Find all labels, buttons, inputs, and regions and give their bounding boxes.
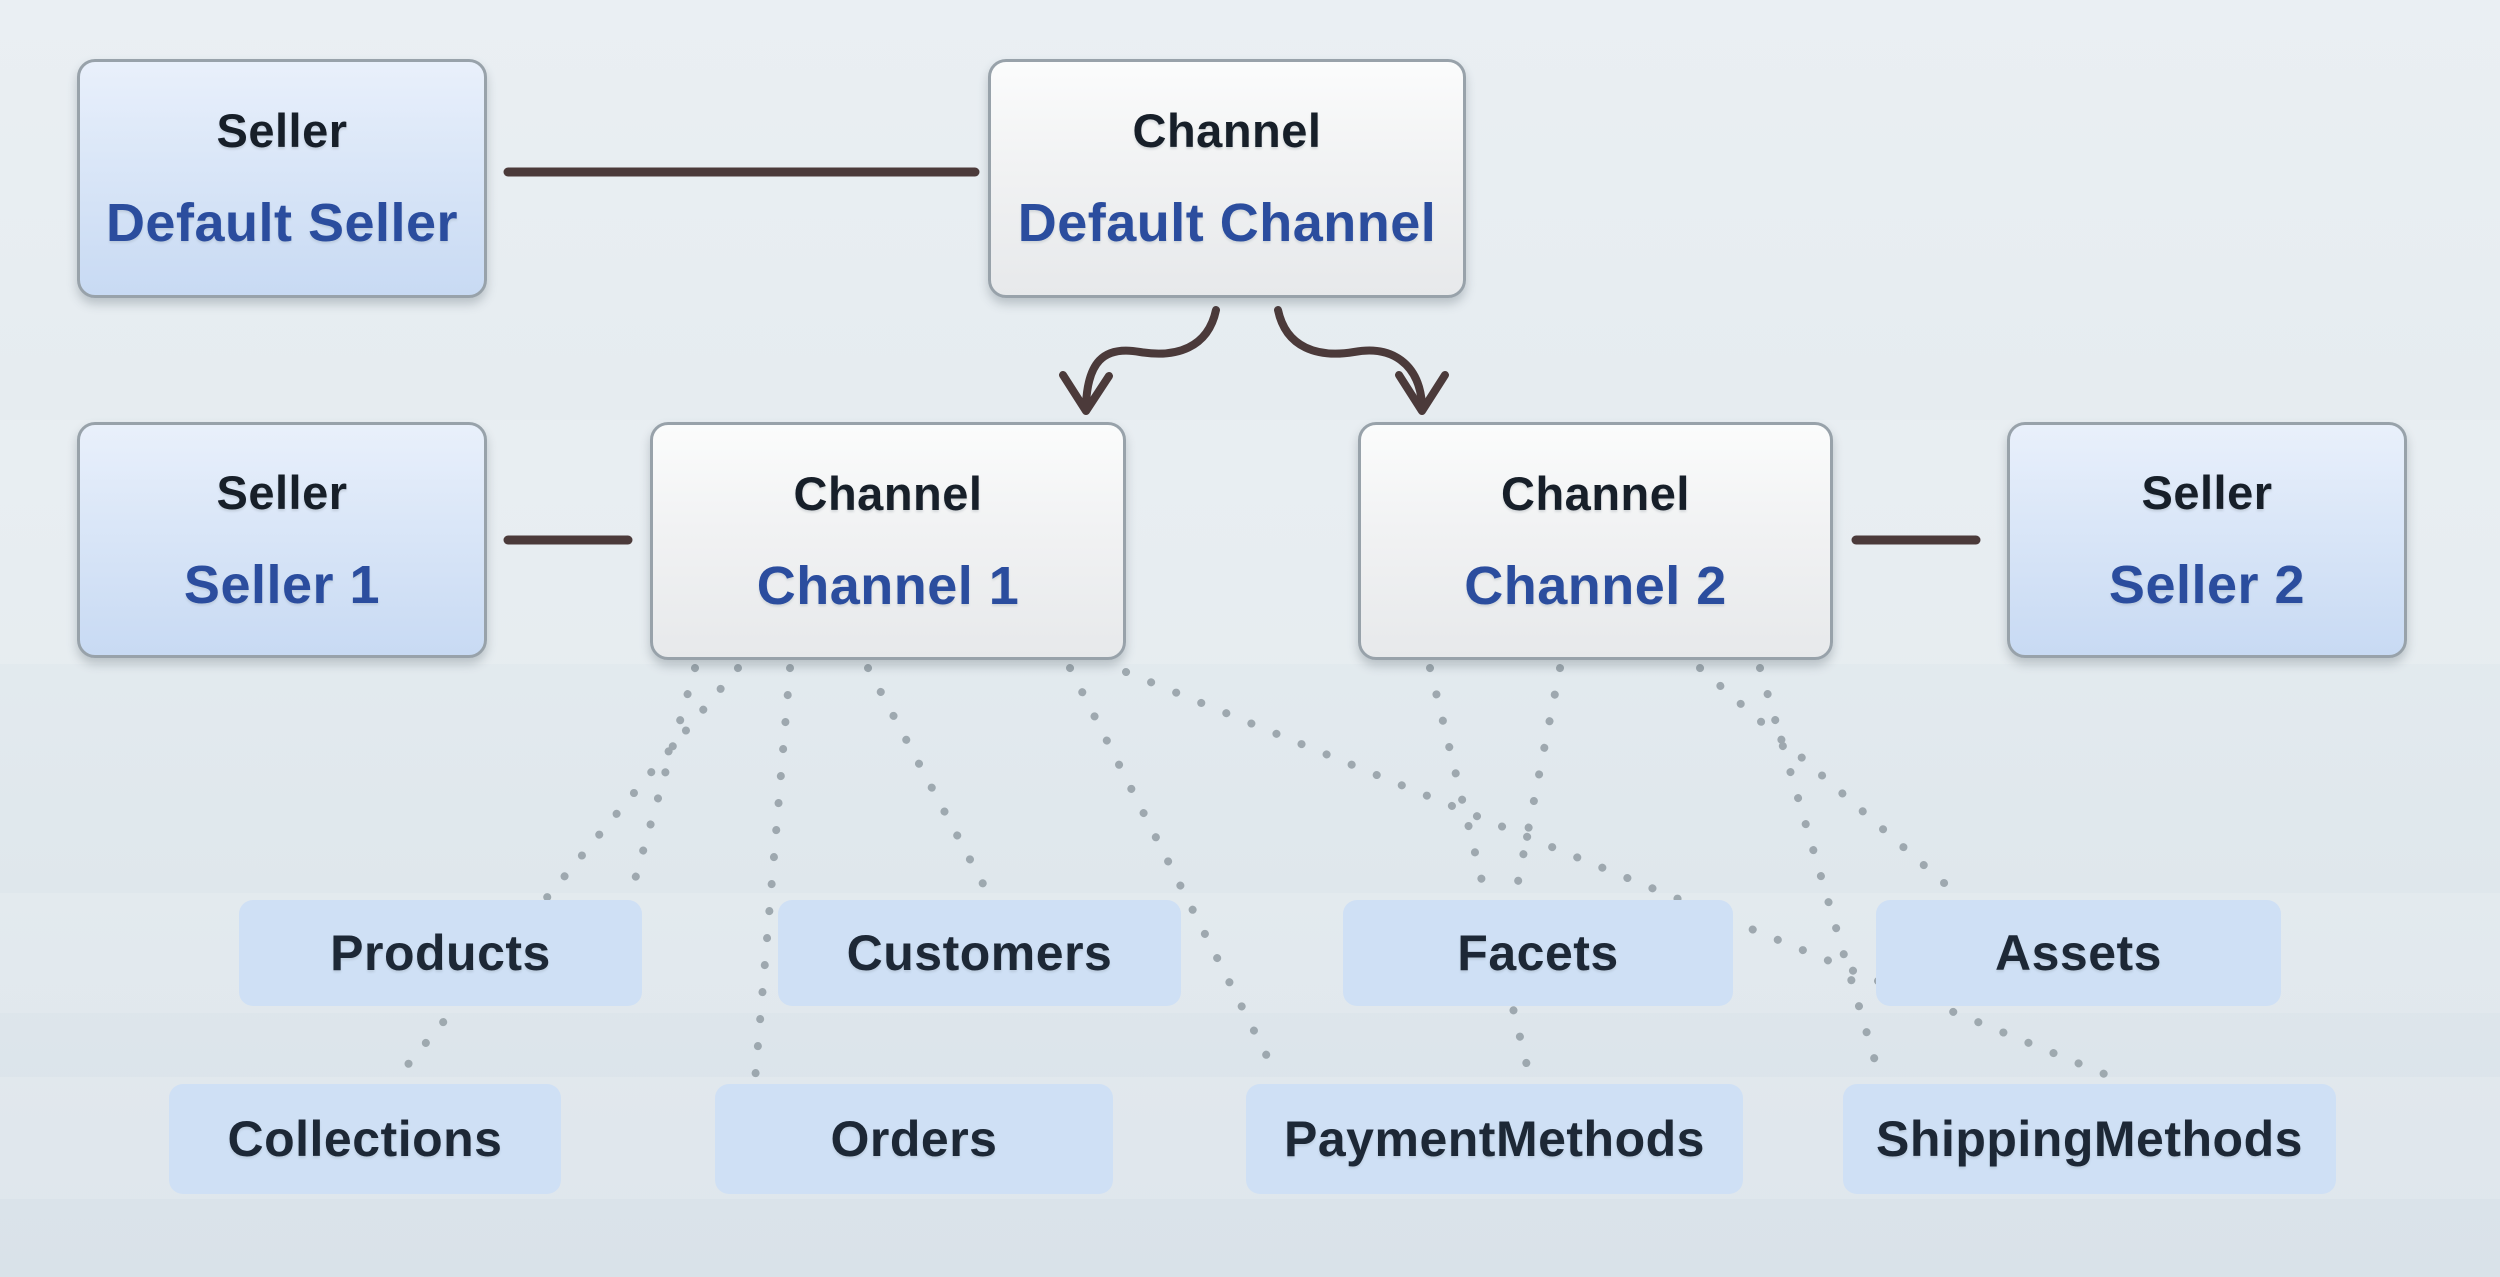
arrow-default-channel-to-channel1	[1059, 306, 1220, 415]
dotted-channel1-orders	[751, 664, 794, 1084]
node-type-label: Seller	[216, 465, 348, 519]
entity-shipping-methods: ShippingMethods	[1843, 1084, 2336, 1194]
dotted-channel2-paymentmethods	[1426, 664, 1534, 1082]
arrow-shaft	[1274, 306, 1426, 408]
arrow-head	[1395, 371, 1449, 415]
node-default-seller: Seller Default Seller	[77, 59, 487, 298]
node-type-label: Channel	[1132, 104, 1322, 157]
node-name: Seller 2	[2108, 554, 2306, 615]
dotted-channel2-facets	[1511, 664, 1564, 901]
node-name: Default Seller	[105, 193, 459, 253]
arrow-shaft	[1082, 306, 1220, 408]
node-type-label: Seller	[216, 104, 348, 157]
node-name: Channel 2	[1464, 555, 1727, 616]
node-channel-1: Channel Channel 1	[650, 422, 1126, 660]
solid-connectors	[503, 167, 1981, 545]
node-name: Channel 1	[756, 555, 1020, 616]
node-channel-2: Channel Channel 2	[1358, 422, 1833, 660]
node-seller-1: Seller Seller 1	[77, 422, 487, 658]
node-type-label: Channel	[793, 466, 983, 520]
dotted-channel1-customers	[864, 664, 994, 901]
arrow-default-channel-to-channel2	[1274, 306, 1449, 415]
dotted-channel1-collections	[391, 664, 742, 1084]
arrow-head	[1059, 371, 1113, 415]
entity-payment-methods: PaymentMethods	[1246, 1084, 1743, 1194]
node-seller-2: Seller Seller 2	[2007, 422, 2407, 658]
node-default-channel: Channel Default Channel	[988, 59, 1466, 298]
node-type-label: Channel	[1501, 466, 1690, 520]
dotted-channel1-shippingmethods	[1122, 668, 2123, 1084]
dotted-channel1-products	[626, 664, 699, 901]
node-name: Seller 1	[183, 554, 381, 615]
node-name: Default Channel	[1017, 193, 1437, 253]
entity-collections: Collections	[169, 1084, 561, 1194]
node-type-label: Seller	[2141, 465, 2273, 519]
entity-facets: Facets	[1343, 900, 1733, 1006]
entity-orders: Orders	[715, 1084, 1113, 1194]
entity-products: Products	[239, 900, 642, 1006]
dotted-channel2-shippingmethods	[1756, 664, 1884, 1082]
entity-assets: Assets	[1876, 900, 2281, 1006]
dotted-channel1-paymentmethods	[1066, 664, 1282, 1082]
dotted-channel2-assets	[1696, 664, 1964, 901]
entity-customers: Customers	[778, 900, 1181, 1006]
dotted-connectors	[391, 664, 2123, 1084]
